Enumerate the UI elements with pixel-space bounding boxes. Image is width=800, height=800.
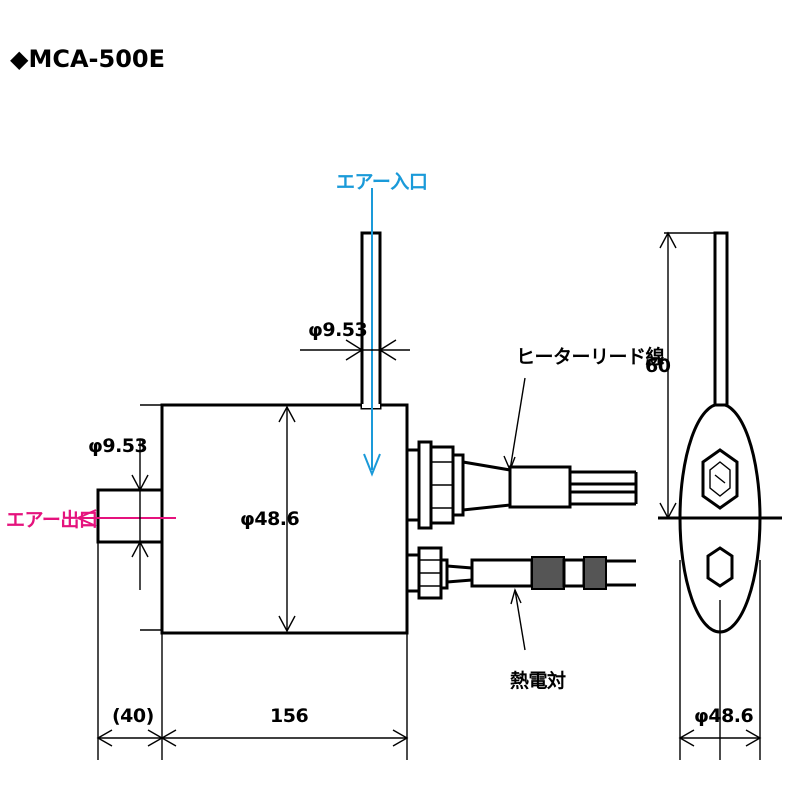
- dim-inlet-diameter: φ9.53: [300, 319, 410, 361]
- thermocouple-nut: [706, 546, 734, 588]
- thermocouple-label: 熱電対: [510, 669, 566, 692]
- dim-height: 60: [645, 231, 718, 520]
- dim-outlet-length: (40): [96, 705, 164, 747]
- svg-text:φ48.6: φ48.6: [240, 508, 300, 530]
- thermocouple-fitting: [405, 546, 636, 600]
- svg-text:60: 60: [645, 355, 671, 377]
- heater-lead-label: ヒーターリード線: [516, 345, 665, 368]
- page-title: ◆MCA-500E: [10, 45, 165, 73]
- heater-body: [160, 403, 409, 635]
- heater-lead-leader: [509, 377, 526, 471]
- heater-lead-fitting: [405, 440, 638, 530]
- svg-text:156: 156: [270, 705, 308, 727]
- end-inlet-pipe: [713, 231, 729, 407]
- dim-body-length: 156: [160, 705, 409, 747]
- outlet-pipe: [96, 488, 164, 544]
- end-view: 60 φ48.6: [645, 231, 782, 760]
- svg-text:φ48.6: φ48.6: [694, 705, 754, 727]
- side-view: φ9.53 φ48.6 φ9.53 (40): [6, 171, 665, 760]
- air-inlet-label: エアー入口: [336, 171, 427, 193]
- dim-outlet-diameter: φ9.53: [88, 404, 162, 631]
- svg-text:(40): (40): [112, 705, 154, 727]
- dim-body-diameter: φ48.6: [240, 405, 300, 633]
- svg-text:φ9.53: φ9.53: [88, 435, 147, 457]
- dim-end-diameter: φ48.6: [678, 560, 762, 760]
- svg-text:φ9.53: φ9.53: [308, 319, 367, 341]
- thermocouple-leader: [514, 589, 526, 651]
- air-outlet-label: エアー出口: [6, 508, 97, 531]
